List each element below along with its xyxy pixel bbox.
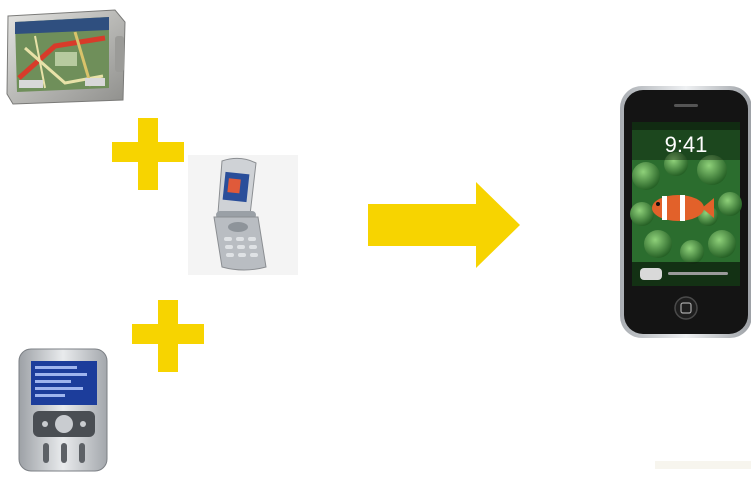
mp3-player-image	[15, 345, 113, 475]
plus-icon	[132, 300, 204, 372]
iphone-lock-time: 9:41	[665, 132, 708, 157]
gps-navigator-image	[5, 8, 127, 106]
right-arrow-icon	[368, 182, 520, 268]
faint-smudge	[655, 458, 751, 472]
plus-icon	[112, 118, 184, 190]
iphone-image: 9:41	[618, 84, 751, 340]
flip-phone-image	[188, 155, 298, 275]
